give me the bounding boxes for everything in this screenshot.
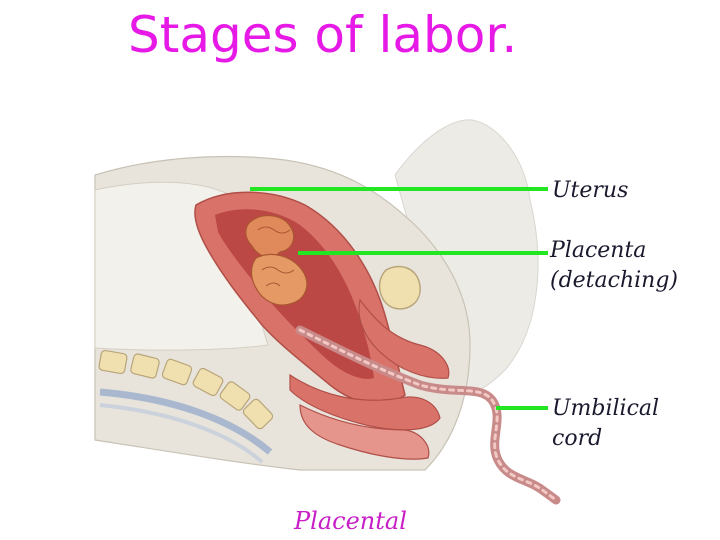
label-uterus-text: Uterus <box>552 178 629 203</box>
label-cord-line2: cord <box>552 426 603 451</box>
label-placenta-line2: (detaching) <box>550 268 679 293</box>
spine <box>98 349 274 464</box>
label-cord-line1: Umbilical <box>552 396 660 421</box>
label-uterus: Uterus <box>552 176 628 206</box>
label-placenta-line1: Placenta <box>550 238 647 263</box>
birth-canal <box>289 298 450 460</box>
pubic-bone <box>378 265 421 310</box>
label-umbilical-cord: Umbilical cord <box>552 394 659 454</box>
label-placenta: Placenta (detaching) <box>550 236 678 296</box>
slide-title: Stages of labor. <box>128 6 518 64</box>
placenta <box>245 215 308 306</box>
stage-caption: Placental <box>294 507 407 535</box>
